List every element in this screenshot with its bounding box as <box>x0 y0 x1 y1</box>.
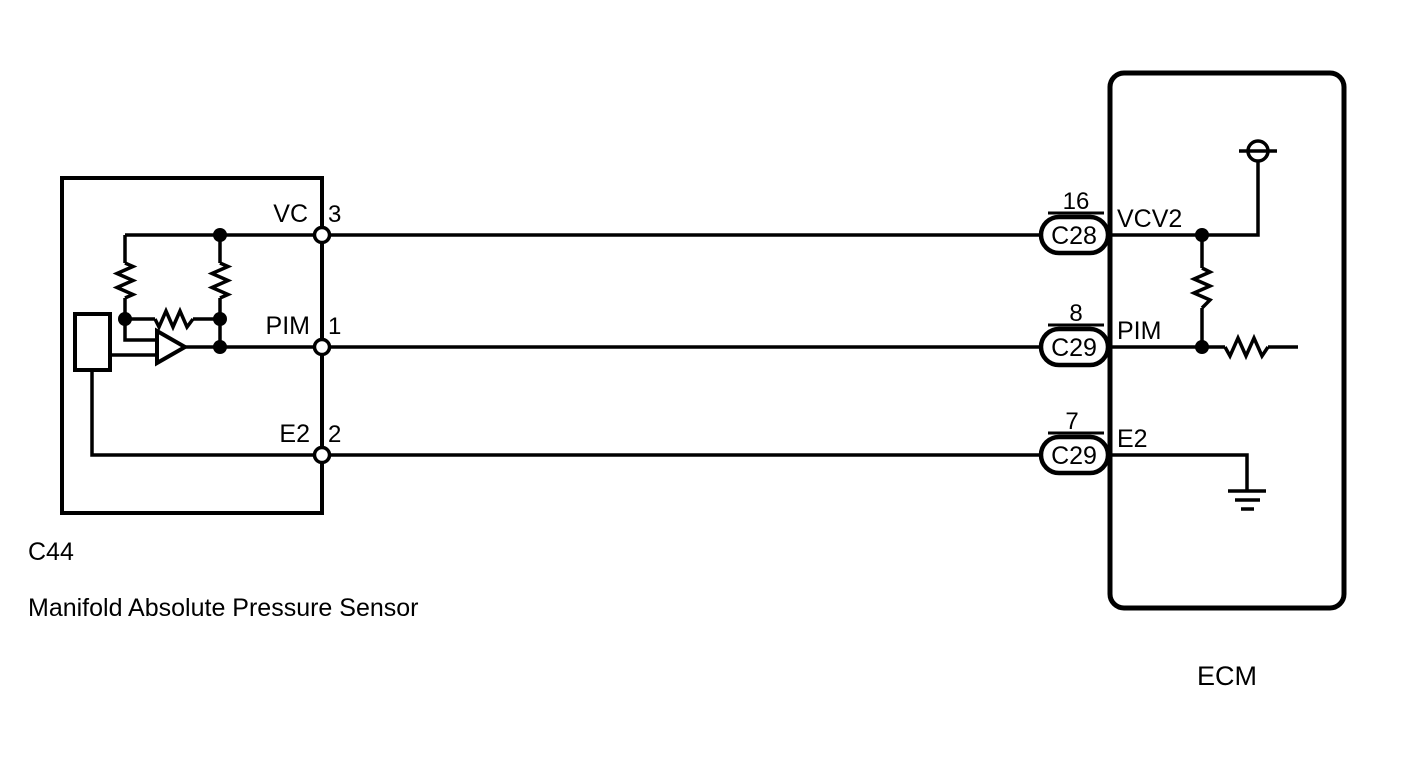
ecm-signal-label-vcv2: VCV2 <box>1117 205 1182 233</box>
ecm-signal-label-pim: PIM <box>1117 317 1161 345</box>
connector-pill-c29 <box>1038 434 1111 476</box>
ecm-connector-label-c29: C29 <box>1051 334 1097 362</box>
connector-pill-c28 <box>1038 214 1111 256</box>
resistor-bridge-icon <box>153 306 195 332</box>
ecm-connector-label-c29: C29 <box>1051 442 1097 470</box>
amplifier-icon <box>155 327 190 367</box>
junction-dot <box>213 228 227 242</box>
ecm-pin-number-8: 8 <box>1069 300 1082 327</box>
ecm-caption: ECM <box>1197 661 1257 691</box>
ecm-vcv2-wire <box>1110 161 1260 237</box>
resistor-pim-series-icon <box>1223 333 1270 361</box>
resistor-left-icon <box>112 261 138 300</box>
ecm-box <box>1107 70 1347 611</box>
sensor-terminal-label-e2: E2 <box>279 420 310 448</box>
ecm-pin-number-7: 7 <box>1065 408 1078 435</box>
ecm-connector-c28-16: 16 C28 VCV2 <box>1038 188 1182 256</box>
terminal-circle-pim <box>312 337 332 357</box>
sensor-pin-3: 3 <box>328 201 341 228</box>
sensor-name-caption: Manifold Absolute Pressure Sensor <box>28 594 419 622</box>
sensor-pin-2: 2 <box>328 421 341 448</box>
terminal-circle-e2 <box>312 445 332 465</box>
junction-dot <box>213 340 227 354</box>
ecm-connector-c29-7: 7 C29 E2 <box>1038 408 1148 476</box>
junction-dot <box>118 312 132 326</box>
ecm-e2-wire <box>1110 453 1249 491</box>
junction-dot <box>1195 340 1209 354</box>
ecm-connector-c29-8: 8 C29 PIM <box>1038 300 1161 368</box>
resistor-pullup-icon <box>1189 266 1215 310</box>
sensor-pin-1: 1 <box>328 313 341 340</box>
ecm-pin-number-16: 16 <box>1063 188 1090 215</box>
ecm-connector-label-c28: C28 <box>1051 222 1097 250</box>
harness-wires <box>322 233 1043 457</box>
pressure-sensing-element <box>73 312 112 372</box>
terminal-circle-vc <box>312 225 332 245</box>
junction-dot <box>213 312 227 326</box>
ecm-signal-label-e2: E2 <box>1117 425 1148 453</box>
resistor-right-icon <box>207 261 233 300</box>
junction-dot <box>1195 228 1209 242</box>
sensor-terminal-label-vc: VC <box>273 200 308 228</box>
sensor-terminal-label-pim: PIM <box>266 312 310 340</box>
sensor-e2-wire <box>90 370 322 457</box>
connector-pill-c29 <box>1038 326 1111 368</box>
sensor-connector-id: C44 <box>28 538 74 566</box>
